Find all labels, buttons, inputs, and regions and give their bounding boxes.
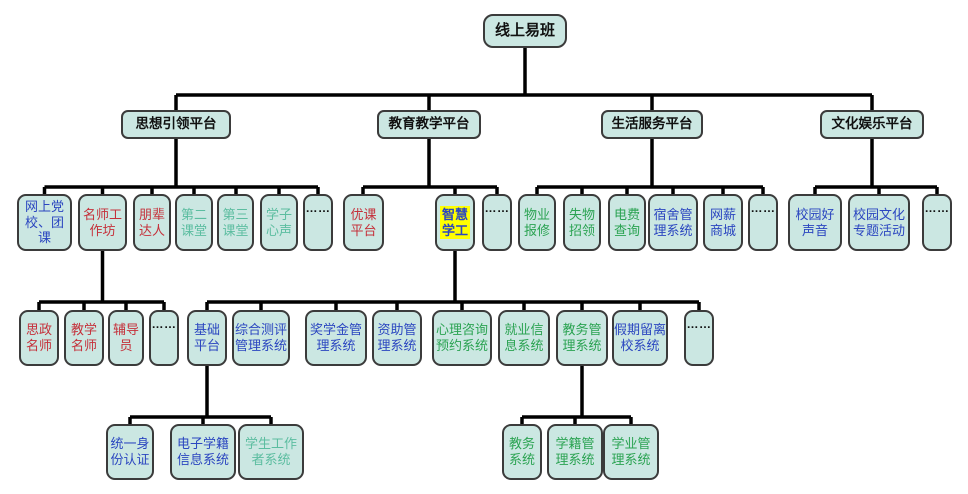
node-thought-more: ……: [303, 194, 333, 251]
node-lost-found: 失物 招领: [563, 194, 601, 251]
node-xueye-mgmt: 学业管 理系统: [603, 424, 659, 480]
node-e-student-record: 电子学籍 信息系统: [170, 424, 236, 480]
node-electricity-query: 电费 查询: [608, 194, 646, 251]
node-student-voice: 学子 心声: [260, 194, 298, 251]
node-unified-identity: 统一身 份认证: [106, 424, 154, 480]
node-education-more: ……: [482, 194, 512, 251]
node-quality-course: 优课 平台: [343, 194, 384, 251]
node-online-party-school: 网上党 校、团课: [17, 194, 72, 251]
node-jiaowu-system: 教务 系统: [502, 424, 542, 480]
node-teacher-workshop: 名师工 作坊: [78, 194, 127, 251]
node-employment-info: 就业信 息系统: [498, 310, 550, 366]
node-holiday-stay: 假期留离 校系统: [612, 310, 668, 366]
node-life-more: ……: [748, 194, 778, 251]
node-platform-culture: 文化娱乐平台: [820, 110, 924, 139]
node-campus-culture: 校园文化 专题活动: [848, 194, 910, 251]
node-dorm-mgmt: 宿舍管 理系统: [648, 194, 698, 251]
node-academic-affairs: 教务管 理系统: [556, 310, 608, 366]
node-smart-more: ……: [684, 310, 714, 366]
node-root: 线上易班: [483, 14, 567, 48]
node-platform-life: 生活服务平台: [601, 110, 703, 139]
node-comprehensive-eval: 综合测评 管理系统: [232, 310, 290, 366]
node-third-class: 第三 课堂: [217, 194, 254, 251]
node-wangxin-mall: 网薪 商城: [703, 194, 743, 251]
node-psych-counsel: 心理咨询 预约系统: [432, 310, 492, 366]
node-platform-education: 教育教学平台: [377, 110, 481, 139]
node-funding-mgmt: 资助管 理系统: [372, 310, 422, 366]
node-workshop-more: ……: [149, 310, 179, 366]
smart-xuegong-highlight: 智慧 学工: [439, 205, 470, 240]
node-culture-more: ……: [922, 194, 952, 251]
node-property-repair: 物业 报修: [518, 194, 556, 251]
node-xueji-mgmt: 学籍管 理系统: [547, 424, 603, 480]
node-platform-thought: 思想引领平台: [121, 110, 231, 139]
node-scholarship-mgmt: 奖学金管 理系统: [305, 310, 367, 366]
node-counselors: 辅导 员: [108, 310, 144, 366]
node-second-class: 第二 课堂: [175, 194, 213, 251]
node-student-worker: 学生工作 者系统: [238, 424, 304, 480]
node-ideology-teachers: 思政 名师: [19, 310, 59, 366]
node-teaching-teachers: 教学 名师: [64, 310, 104, 366]
node-peer-talent: 朋辈 达人: [133, 194, 171, 251]
node-basic-platform: 基础 平台: [187, 310, 227, 366]
node-smart-xuegong: 智慧 学工: [435, 194, 475, 251]
node-campus-voice: 校园好 声音: [788, 194, 842, 251]
